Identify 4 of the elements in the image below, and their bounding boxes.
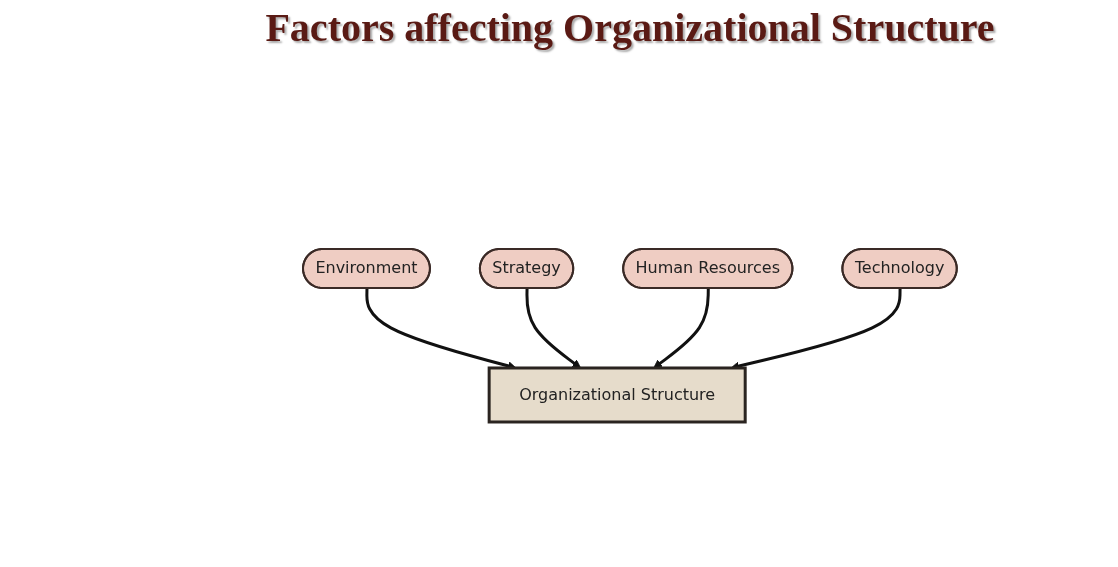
arrow <box>653 287 710 368</box>
title: Factors affecting Organizational Structure <box>264 6 996 50</box>
node-box: Organizational Structure <box>487 366 747 423</box>
arrow <box>525 287 582 368</box>
